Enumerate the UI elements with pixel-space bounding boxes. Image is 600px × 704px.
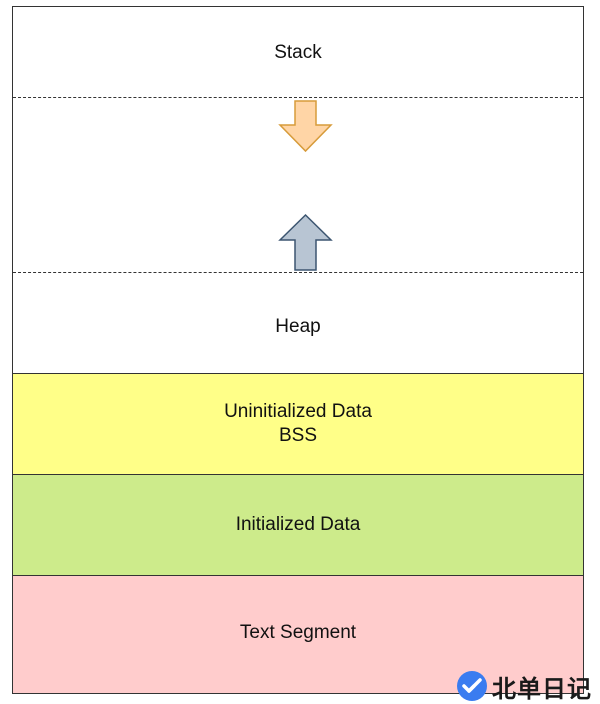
check-badge-icon xyxy=(457,671,487,701)
bss-label-line1: Uninitialized Data xyxy=(224,401,372,422)
stack-label: Stack xyxy=(274,42,322,63)
heap-growth-up-arrow-icon xyxy=(278,213,333,271)
stack-boundary-line xyxy=(13,97,583,98)
text-segment-label: Text Segment xyxy=(239,621,357,643)
watermark-text: 北单日记 xyxy=(492,674,592,703)
memory-layout-frame: Stack Heap Uninitialized Data BSS Initia… xyxy=(12,6,584,694)
heap-boundary-line xyxy=(13,272,583,273)
initialized-data-label: Initialized Data xyxy=(235,514,361,535)
stack-growth-down-arrow-icon xyxy=(278,100,333,153)
bss-label-line2: BSS xyxy=(278,425,318,446)
text-segment: Text Segment xyxy=(13,575,583,693)
heap-label: Heap xyxy=(275,316,321,337)
watermark: 北单日记 xyxy=(456,668,592,704)
initialized-data-segment: Initialized Data xyxy=(13,474,583,575)
bss-segment: Uninitialized Data BSS xyxy=(13,373,583,474)
